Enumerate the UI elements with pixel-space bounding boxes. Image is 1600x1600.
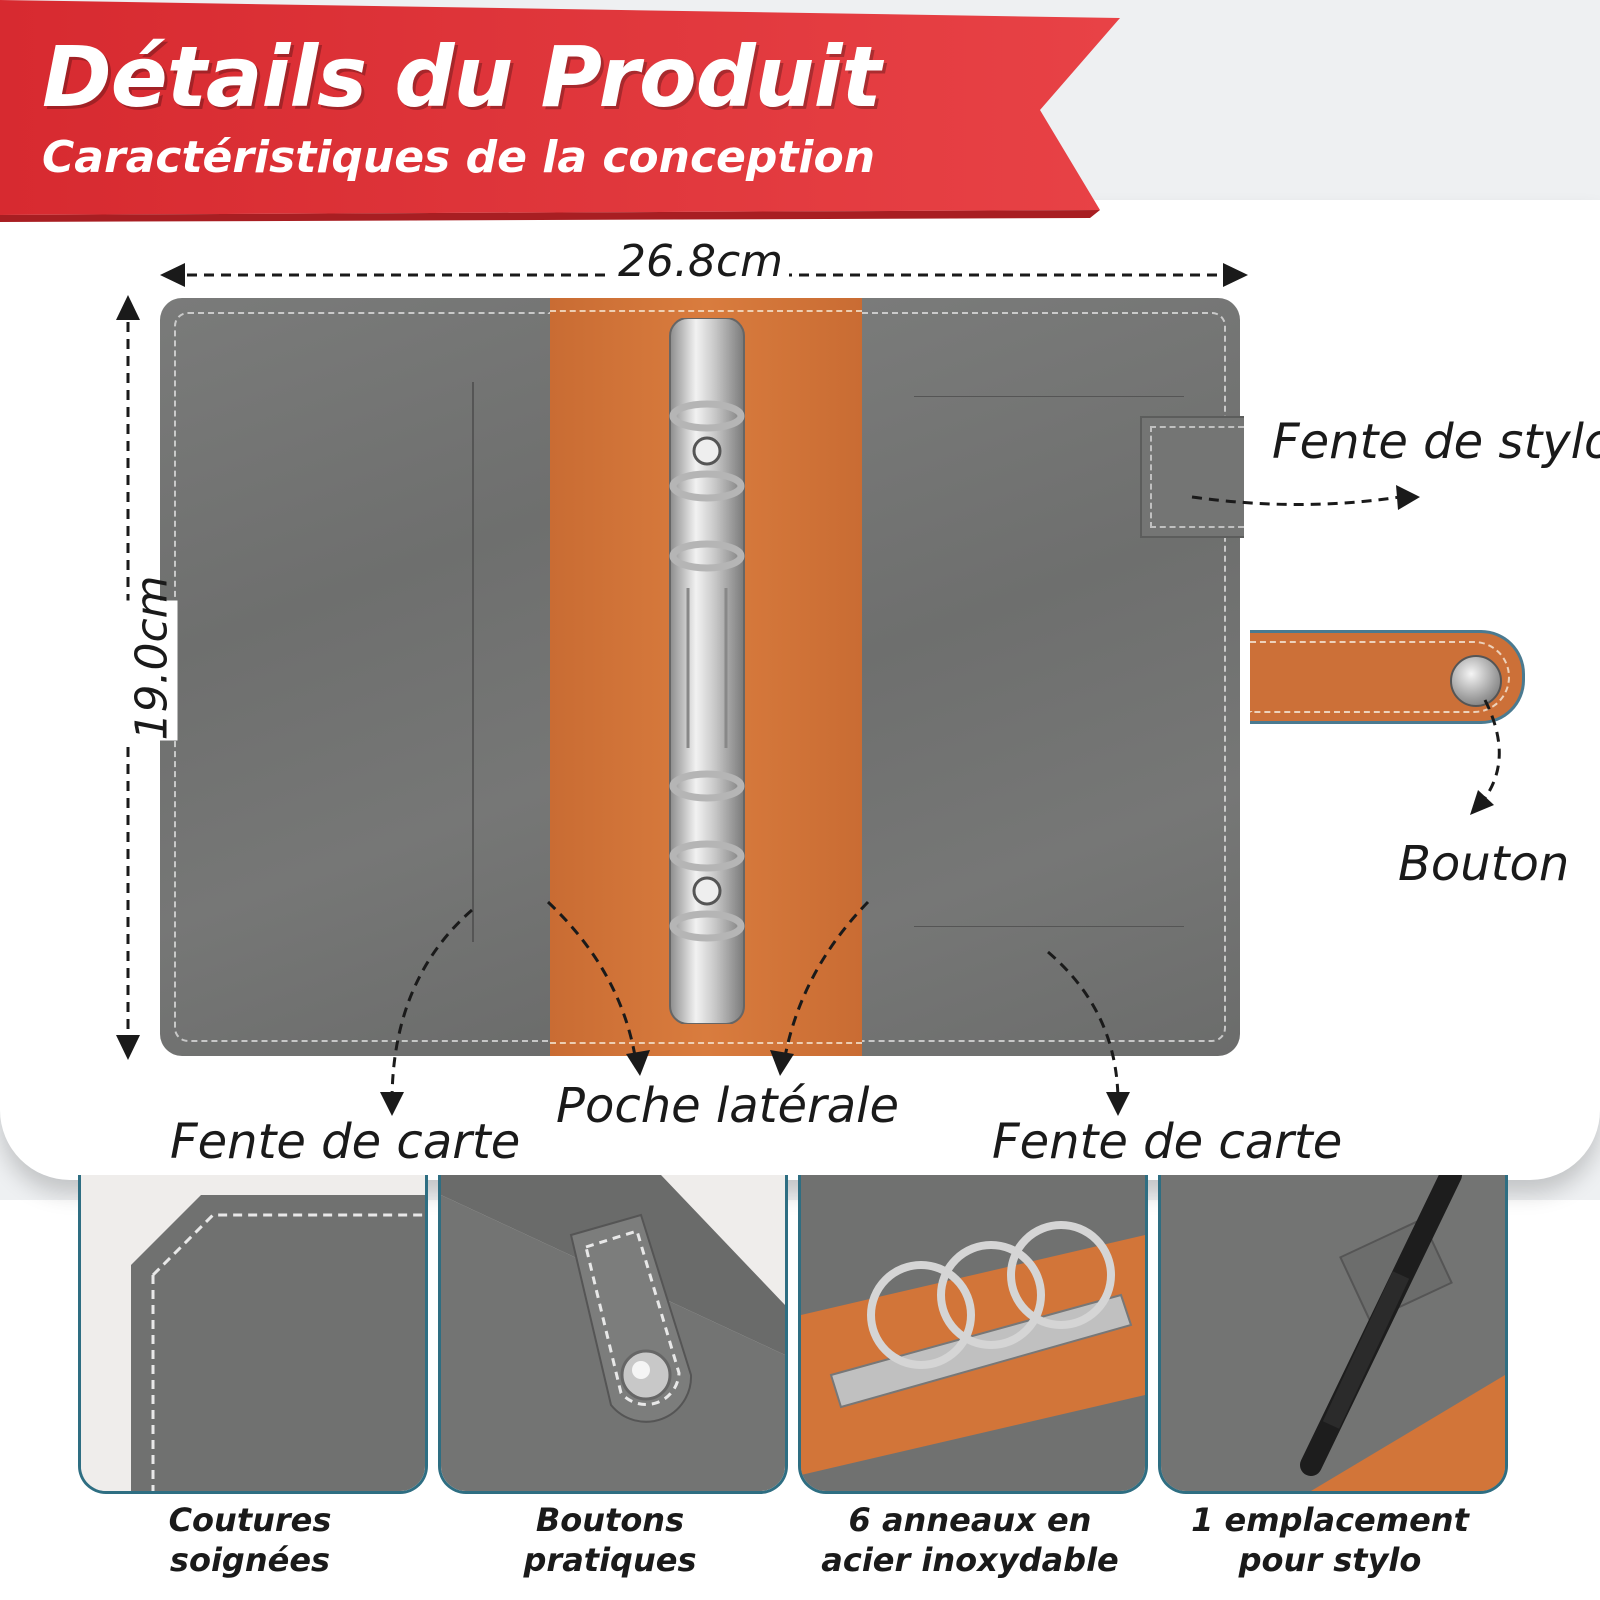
card-slot-left-label: Fente de carte (170, 1114, 521, 1170)
banner-title: Détails du Produit (42, 28, 882, 126)
feature-rings-image (798, 1175, 1148, 1494)
feature-stitching-image (78, 1175, 428, 1494)
binder-rings-icon (801, 1175, 1145, 1491)
width-dimension: 26.8cm (612, 236, 790, 287)
binder-photo (160, 298, 1244, 1056)
snap-button (1450, 655, 1502, 707)
ring-mechanism (669, 318, 745, 1024)
height-dimension: 19.0cm (126, 575, 178, 741)
feature-pen-image (1158, 1175, 1508, 1494)
right-panel (862, 298, 1240, 1056)
side-pocket-label: Poche latérale (556, 1078, 900, 1134)
pen-holder-icon (1161, 1175, 1505, 1491)
card-slot-right-label: Fente de carte (992, 1114, 1343, 1170)
button-label: Bouton (1398, 836, 1570, 892)
snap-button-icon (441, 1175, 785, 1491)
banner-subtitle: Caractéristiques de la conception (42, 132, 876, 183)
left-panel (160, 298, 550, 1056)
feature-button-image (438, 1175, 788, 1494)
banner-ribbon (0, 0, 1120, 222)
stitching-corner-icon (81, 1175, 425, 1491)
pen-slot-label: Fente de stylo (1272, 414, 1600, 470)
pen-slot-tab (1140, 416, 1244, 538)
